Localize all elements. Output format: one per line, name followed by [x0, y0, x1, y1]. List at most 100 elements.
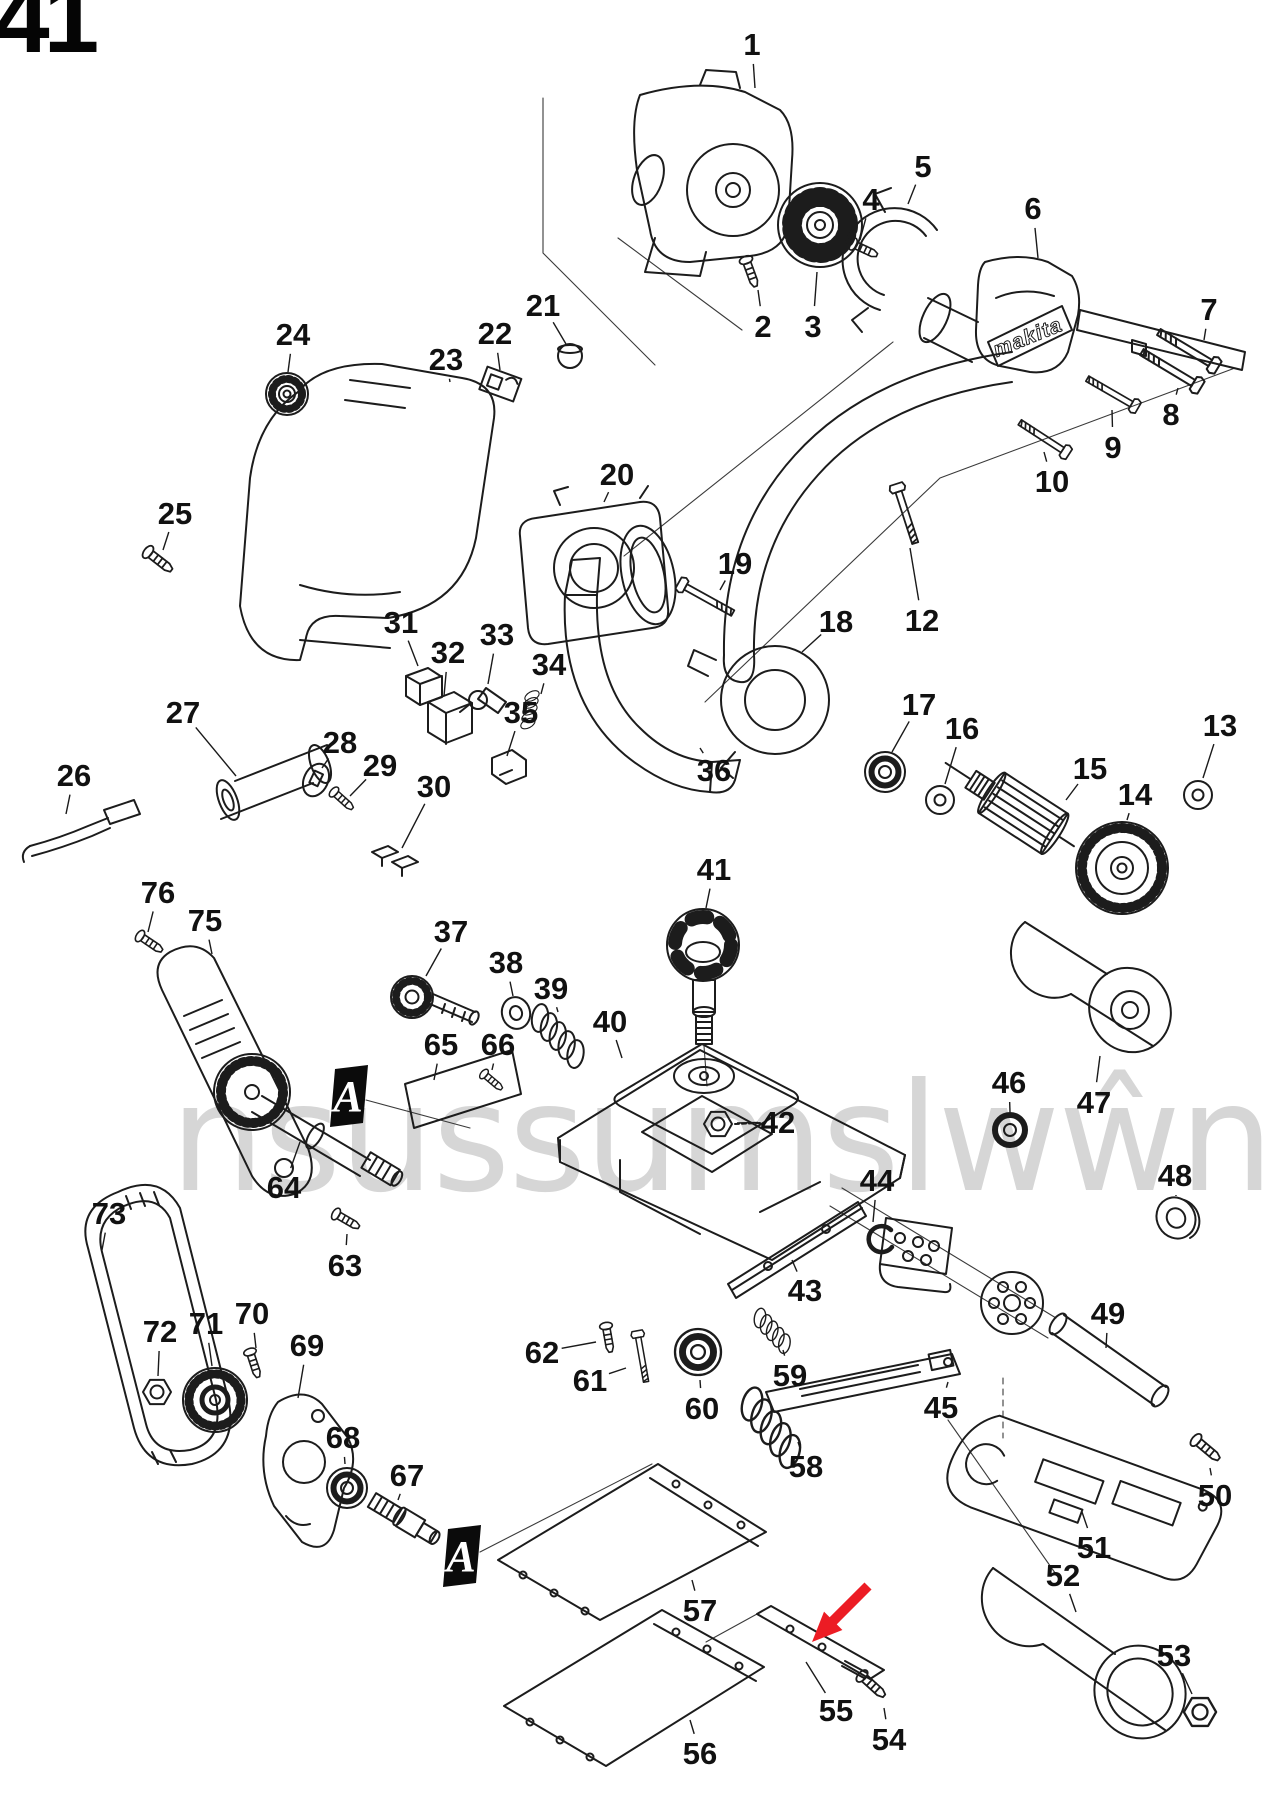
part-16-washer — [925, 785, 955, 815]
leader-line-44 — [872, 1199, 876, 1223]
part-46-ring — [992, 1112, 1028, 1148]
part-35-block — [491, 749, 527, 785]
leader-line-72 — [157, 1350, 160, 1377]
part-label-24: 24 — [276, 317, 311, 352]
detail-marker-letter: A — [443, 1532, 475, 1581]
part-label-43: 43 — [788, 1273, 822, 1308]
part-32-box — [427, 691, 473, 745]
leader-line-67 — [397, 1493, 401, 1501]
leader-line-71 — [208, 1342, 213, 1367]
leader-line-60 — [699, 1379, 702, 1389]
leader-line-45 — [945, 1381, 949, 1388]
part-label-7: 7 — [1200, 292, 1217, 327]
part-27-handle-tube — [215, 744, 333, 821]
leader-line-73 — [101, 1232, 106, 1251]
leader-line-51 — [1081, 1511, 1089, 1529]
part-41-knob — [666, 908, 740, 1087]
part-label-39: 39 — [534, 971, 568, 1006]
leader-line-12 — [909, 547, 920, 601]
part-label-25: 25 — [158, 496, 192, 531]
leader-line-33 — [487, 653, 495, 685]
part-label-49: 49 — [1091, 1296, 1125, 1331]
leader-line-16 — [944, 746, 957, 785]
leader-line-3 — [813, 271, 818, 307]
leader-line-18 — [801, 633, 822, 653]
makita-logo: makita — [990, 313, 1066, 362]
leader-line-70 — [253, 1332, 257, 1349]
part-label-20: 20 — [600, 457, 634, 492]
part-64-gear-shaft — [213, 1053, 404, 1187]
part-label-19: 19 — [718, 546, 752, 581]
part-label-15: 15 — [1073, 751, 1107, 786]
part-label-42: 42 — [761, 1105, 795, 1140]
leader-line-22 — [496, 352, 501, 371]
leader-line-65 — [433, 1063, 438, 1081]
leader-line-38 — [509, 981, 514, 997]
part-62-screw — [598, 1320, 618, 1354]
part-label-37: 37 — [434, 914, 468, 949]
part-6-frame-rail — [1076, 309, 1246, 371]
part-25-screw — [139, 542, 177, 577]
part-label-66: 66 — [481, 1027, 515, 1062]
leader-line-76 — [147, 911, 154, 933]
leader-line-66 — [491, 1063, 495, 1071]
part-label-9: 9 — [1104, 430, 1121, 465]
leader-line-52 — [1068, 1593, 1077, 1613]
part-label-61: 61 — [573, 1363, 607, 1398]
leader-line-28 — [321, 758, 330, 769]
leader-line-59 — [782, 1349, 786, 1356]
part-label-76: 76 — [141, 875, 175, 910]
part-label-40: 40 — [593, 1004, 627, 1039]
part-33-switch-part — [459, 687, 507, 714]
part-71-pulley — [182, 1367, 248, 1433]
leader-line-41 — [705, 888, 711, 909]
part-label-12: 12 — [905, 603, 939, 638]
leader-line-37 — [425, 948, 442, 977]
leader-line-56 — [689, 1719, 695, 1735]
part-label-6: 6 — [1024, 191, 1041, 226]
page-number: 41 — [0, 0, 97, 74]
part-26-cord — [21, 799, 141, 863]
detail-markers: AA — [330, 1065, 481, 1587]
part-68-bearing — [327, 1468, 367, 1508]
part-69-tension-arm — [262, 1393, 355, 1548]
part-label-75: 75 — [188, 903, 222, 938]
part-label-27: 27 — [166, 695, 200, 730]
diagram-artwork: makita — [21, 69, 1246, 1767]
leader-line-25 — [162, 531, 170, 551]
part-label-52: 52 — [1046, 1558, 1080, 1593]
part-label-23: 23 — [429, 342, 463, 377]
leader-line-53 — [1181, 1672, 1193, 1695]
part-label-16: 16 — [945, 711, 979, 746]
red-arrow-annotation — [812, 1582, 872, 1642]
leader-line-50 — [1209, 1467, 1213, 1476]
leader-line-57 — [691, 1579, 696, 1591]
part-label-22: 22 — [478, 316, 512, 351]
part-14-gear — [1075, 821, 1169, 915]
part-label-21: 21 — [526, 288, 560, 323]
leader-line-39 — [555, 1007, 559, 1013]
leader-line-69 — [297, 1364, 305, 1399]
part-label-4: 4 — [862, 182, 880, 217]
leader-line-17 — [891, 721, 910, 753]
leader-line-61 — [608, 1367, 627, 1375]
part-49-pin — [1048, 1312, 1170, 1408]
part-53-nut — [1182, 1696, 1218, 1728]
part-70-screw — [242, 1345, 266, 1380]
leader-line-7 — [1203, 328, 1207, 341]
leader-line-40 — [615, 1039, 623, 1059]
leader-line-47 — [1095, 1055, 1101, 1083]
part-label-48: 48 — [1158, 1158, 1192, 1193]
part-label-60: 60 — [685, 1391, 719, 1426]
part-2-screw — [737, 253, 763, 290]
part-label-68: 68 — [326, 1420, 360, 1455]
leader-line-24 — [287, 353, 292, 373]
leader-line-36 — [699, 747, 704, 754]
part-47-roller — [1009, 921, 1172, 1054]
construction-lines — [365, 97, 1236, 1643]
leader-line-31 — [407, 640, 419, 667]
part-label-38: 38 — [489, 945, 523, 980]
part-label-70: 70 — [235, 1296, 269, 1331]
part-label-28: 28 — [323, 725, 357, 760]
